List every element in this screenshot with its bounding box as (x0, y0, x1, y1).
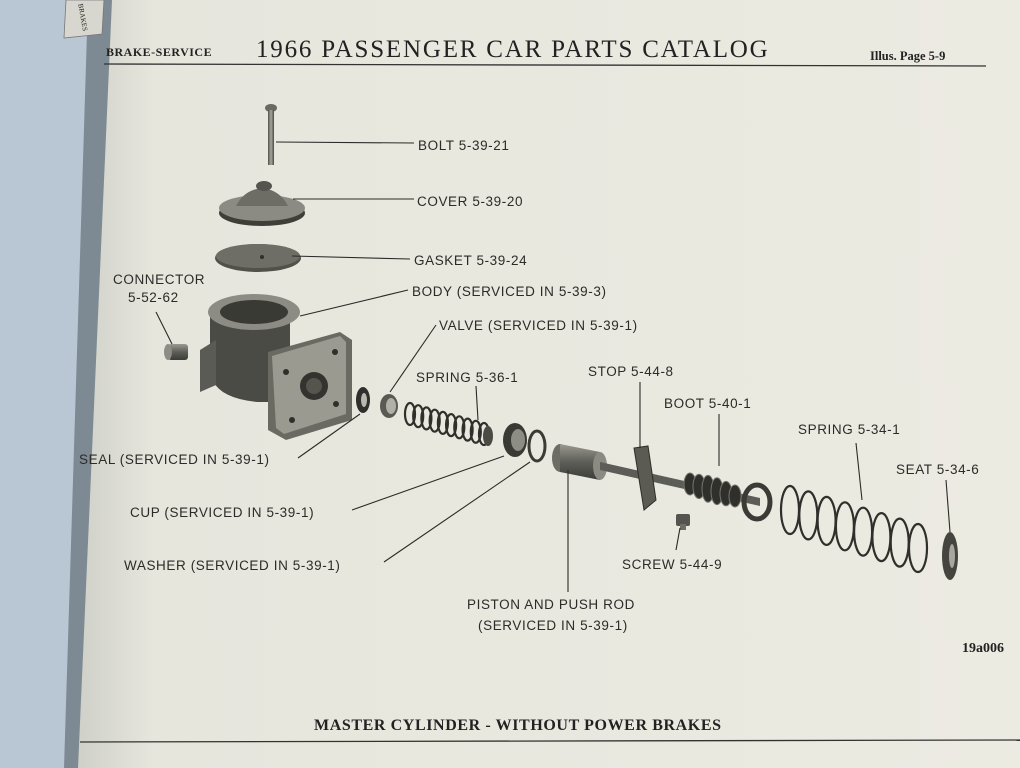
header-page-ref: Illus. Page 5-9 (870, 49, 945, 63)
label-connector-1: CONNECTOR (113, 272, 205, 287)
body-part (200, 294, 352, 440)
gasket-leader (291, 255, 411, 260)
body-leader (299, 289, 409, 317)
bolt-leader (275, 141, 415, 144)
screw-leader (675, 527, 681, 551)
label-boot: BOOT 5-40-1 (664, 396, 751, 411)
label-seal: SEAL (SERVICED IN 5-39-1) (79, 452, 270, 467)
seal-part (356, 387, 370, 413)
label-piston-1: PISTON AND PUSH ROD (467, 597, 635, 612)
stop-part (633, 445, 657, 511)
left-page-edge (0, 0, 92, 768)
label-seat: SEAT 5-34-6 (896, 462, 979, 477)
label-cover: COVER 5-39-20 (417, 194, 523, 209)
label-body: BODY (SERVICED IN 5-39-3) (412, 284, 607, 299)
footer-rule (79, 739, 1020, 743)
spring-coil (420, 406, 433, 431)
label-bolt: BOLT 5-39-21 (418, 138, 510, 153)
spring-coil (412, 404, 425, 429)
spring-coil (461, 417, 474, 442)
boot-fold (728, 484, 742, 508)
outer-spring-part (779, 484, 929, 574)
seat-part (942, 532, 958, 580)
label-spring-outer: SPRING 5-34-1 (798, 422, 900, 437)
figure-code: 19a006 (962, 641, 1004, 656)
header-title: 1966 PASSENGER CAR PARTS CATALOG (256, 36, 769, 63)
spring-coil (469, 419, 482, 444)
spring-coil (907, 522, 929, 574)
seal-leader (297, 413, 361, 459)
screw-part (676, 514, 690, 530)
spring-outer-leader (855, 442, 863, 501)
spring-coil (445, 413, 458, 438)
label-gasket: GASKET 5-39-24 (414, 253, 527, 268)
header-rule (103, 63, 987, 67)
header-section: BRAKE-SERVICE (106, 45, 212, 59)
spring-coil (436, 410, 449, 435)
spring-coil (403, 401, 417, 427)
connector-leader (155, 311, 173, 345)
clevis-part (741, 482, 773, 522)
inner-spring-end (483, 426, 493, 446)
label-valve: VALVE (SERVICED IN 5-39-1) (439, 318, 638, 333)
gasket-part (215, 244, 301, 272)
spring-coil (428, 408, 441, 433)
section-tab (63, 0, 105, 39)
bolt-part (265, 104, 277, 165)
label-cup: CUP (SERVICED IN 5-39-1) (130, 505, 314, 520)
washer-part (527, 429, 547, 463)
spring-coil (453, 415, 466, 440)
label-connector-2: 5-52-62 (128, 290, 179, 305)
label-screw: SCREW 5-44-9 (622, 557, 722, 572)
valve-leader (389, 324, 437, 393)
figure-caption: MASTER CYLINDER - WITHOUT POWER BRAKES (314, 717, 722, 734)
label-spring-inner: SPRING 5-36-1 (416, 370, 518, 385)
washer-leader (383, 461, 531, 563)
valve-part (380, 394, 398, 418)
cup-part (503, 423, 527, 457)
spring-inner-leader (475, 385, 479, 421)
connector-part (164, 344, 188, 360)
label-stop: STOP 5-44-8 (588, 364, 674, 379)
label-piston-2: (SERVICED IN 5-39-1) (478, 618, 628, 633)
label-washer: WASHER (SERVICED IN 5-39-1) (124, 558, 341, 573)
cover-part (219, 181, 305, 226)
catalog-page (78, 0, 1020, 768)
seat-leader (945, 479, 951, 533)
boot-part (683, 472, 742, 508)
cup-leader (351, 455, 505, 511)
